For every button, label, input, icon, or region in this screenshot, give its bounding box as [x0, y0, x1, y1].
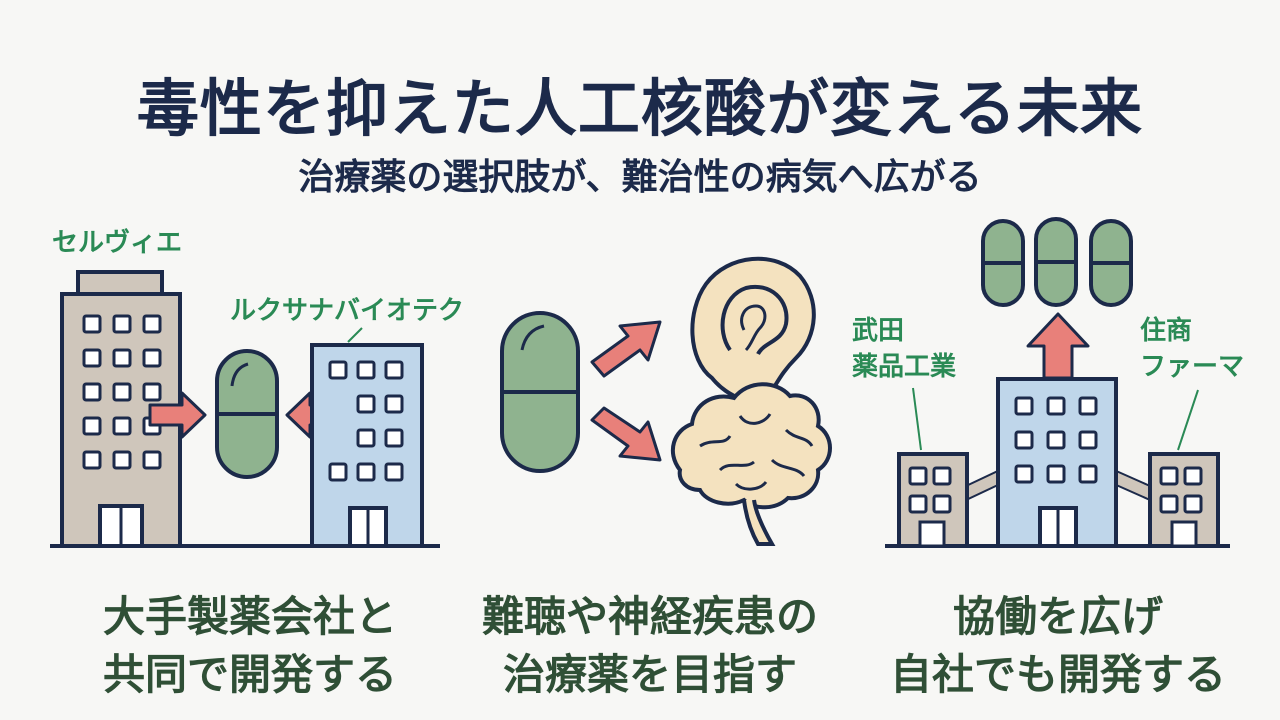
page-subtitle: 治療薬の選択肢が、難治性の病気へ広がる	[298, 157, 982, 198]
caption-line: 大手製薬会社と	[102, 592, 397, 641]
page-title: 毒性を抑えた人工核酸が変える未来	[136, 72, 1144, 145]
building-icon	[897, 452, 969, 548]
caption-panel-1: 大手製薬会社と 共同で開発する	[60, 588, 440, 704]
caption-panel-3: 協働を広げ 自社でも開発する	[868, 588, 1248, 704]
ear-icon	[690, 256, 816, 404]
caption-line: 難聴や神経疾患の	[481, 592, 818, 641]
caption-line: 治療薬を目指す	[502, 650, 797, 699]
capsule-icon	[1034, 217, 1078, 307]
label-leader-line	[347, 327, 363, 343]
brain-icon	[670, 382, 832, 546]
company-label-takeda-line1: 武田	[852, 316, 905, 346]
label-leader-line	[1177, 389, 1199, 451]
arrow-icon	[590, 320, 662, 378]
caption-panel-2: 難聴や神経疾患の 治療薬を目指す	[460, 588, 840, 704]
company-label-luxna: ルクサナバイオテク	[230, 296, 465, 326]
building-icon	[996, 377, 1118, 548]
capsule-icon	[1089, 219, 1133, 307]
label-leader-line	[912, 387, 922, 451]
arrow-icon	[590, 406, 662, 462]
arrow-icon	[148, 391, 207, 439]
caption-line: 協働を広げ	[952, 592, 1163, 641]
company-label-servier: セルヴィエ	[52, 228, 183, 258]
company-label-sumisho-line2: ファーマ	[1140, 352, 1245, 382]
company-label-sumisho-line1: 住商	[1140, 316, 1193, 346]
building-icon	[310, 343, 424, 548]
capsule-icon	[981, 219, 1025, 307]
building-icon	[1148, 452, 1220, 548]
capsule-icon	[215, 349, 279, 479]
caption-line: 共同で開発する	[102, 650, 397, 699]
capsule-icon	[500, 311, 580, 473]
caption-line: 自社でも開発する	[889, 650, 1226, 699]
company-label-takeda-line2: 薬品工業	[852, 352, 957, 382]
arrow-icon	[1026, 312, 1090, 380]
